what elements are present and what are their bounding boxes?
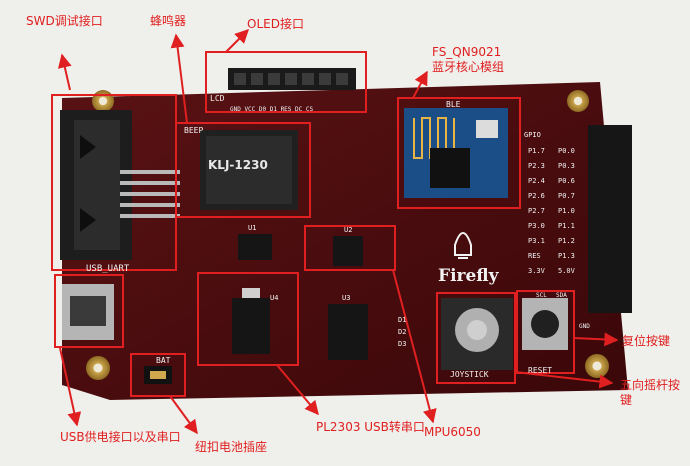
box-u2 <box>304 225 396 271</box>
arrow-joystick <box>514 371 614 389</box>
arrow-oled <box>225 29 249 53</box>
box-u4 <box>197 272 299 366</box>
ble-label: BLE <box>446 100 461 109</box>
gpio-pin-label: P3.1 <box>528 237 545 245</box>
usb-connector <box>62 284 114 340</box>
lcd-label: LCD <box>210 94 225 103</box>
d1-label: D1 <box>398 316 407 324</box>
buzzer <box>200 130 298 210</box>
firefly-logo <box>454 232 472 259</box>
pl2303-annotation: PL2303 USB转串口 <box>316 420 425 434</box>
gpio-pin-label: 3.3V <box>528 267 545 275</box>
swd-annotation: SWD调试接口 <box>26 14 103 28</box>
arrow-battery <box>169 395 198 435</box>
bat-label: BAT <box>156 356 171 365</box>
oled-pins-label: GND VCC D0 D1 RES DC CS <box>230 106 314 113</box>
gpio-pin-label: P2.3 <box>528 162 545 170</box>
buzzer-model-label: KLJ-1230 <box>208 158 268 172</box>
mounting-hole <box>567 90 589 112</box>
arrow-buzzer <box>170 33 188 124</box>
arrow-reset <box>573 332 619 347</box>
chip-u2 <box>333 236 363 266</box>
arrow-ble <box>412 70 428 99</box>
ble-annotation-line1: FS_QN9021 <box>432 45 502 59</box>
reset-label: RESET <box>528 366 553 375</box>
gpio-pin-label: P1.1 <box>558 222 575 230</box>
u1-label: U1 <box>248 224 257 232</box>
gpio-pin-label: P1.3 <box>558 252 575 260</box>
chip-u3 <box>328 304 368 360</box>
gpio-pin-label: 5.0V <box>558 267 575 275</box>
gpio-pin-label: P0.6 <box>558 177 575 185</box>
arrow-mpu <box>392 269 437 424</box>
gpio-pin-label: P1.2 <box>558 237 575 245</box>
mpu-annotation: MPU6050 <box>424 425 481 439</box>
arrow-pl2303 <box>276 364 319 416</box>
d3-label: D3 <box>398 340 407 348</box>
d2-label: D2 <box>398 328 407 336</box>
arrow-swd <box>57 53 72 91</box>
ble-module <box>404 108 508 198</box>
gpio-header <box>588 125 632 313</box>
box-oled <box>205 51 367 113</box>
battery-annotation: 纽扣电池插座 <box>195 440 268 454</box>
buzzer-annotation: 蜂鸣器 <box>150 14 187 28</box>
joystick <box>441 298 513 370</box>
gpio-pin-label: P3.0 <box>528 222 545 230</box>
gpio-label: GPIO <box>524 131 541 139</box>
sda-label: SDA <box>556 292 567 299</box>
box-usb <box>54 274 124 348</box>
oled-header <box>228 68 356 90</box>
usb-uart-label: USB_UART <box>86 264 130 274</box>
joystick-annotation-line2: 键 <box>620 393 633 407</box>
u4-label: U4 <box>270 294 279 302</box>
u2-label: U2 <box>344 226 353 234</box>
mounting-hole <box>585 354 609 378</box>
box-reset <box>516 290 575 374</box>
brand-label: Firefly <box>438 266 499 286</box>
gpio-pin-label: P1.0 <box>558 207 575 215</box>
gpio-pin-label: P1.7 <box>528 147 545 155</box>
swd-connector <box>60 110 180 260</box>
chip-u4 <box>232 288 270 354</box>
gpio-pin-label: P0.7 <box>558 192 575 200</box>
gpio-left-labels: P1.7 P2.3 P2.4 P2.6 P2.7 P3.0 P3.1 RES 3… <box>528 144 558 279</box>
gpio-pin-label: P0.3 <box>558 162 575 170</box>
chip-u1 <box>238 234 272 260</box>
oled-annotation: OLED接口 <box>247 17 304 31</box>
u3-label: U3 <box>342 294 351 302</box>
gpio-pin-label: P2.4 <box>528 177 545 185</box>
mounting-hole <box>86 356 110 380</box>
gpio-pin-label: P2.7 <box>528 207 545 215</box>
box-battery <box>130 353 186 397</box>
gnd-label: GND <box>579 323 590 330</box>
beep-label: BEEP <box>184 126 204 135</box>
battery-socket <box>144 366 172 384</box>
box-buzzer <box>175 122 311 218</box>
box-joystick <box>436 292 516 384</box>
gpio-right-labels: P0.0 P0.3 P0.6 P0.7 P1.0 P1.1 P1.2 P1.3 … <box>558 144 588 279</box>
gpio-pin-label: P0.0 <box>558 147 575 155</box>
ble-annotation-line2: 蓝牙核心模组 <box>432 60 505 74</box>
gpio-pin-label: RES <box>528 252 541 260</box>
arrow-usb <box>59 347 82 427</box>
gpio-pin-label: P2.6 <box>528 192 545 200</box>
joystick-label: JOYSTICK <box>450 370 489 379</box>
reset-key-annotation: 复位按键 <box>622 334 671 348</box>
usb-annotation: USB供电接口以及串口 <box>60 430 181 444</box>
joystick-annotation-line1: 五向摇杆按 <box>620 378 681 392</box>
scl-label: SCL <box>536 292 547 299</box>
mounting-hole <box>92 90 114 112</box>
box-ble <box>397 97 521 209</box>
reset-button <box>522 298 568 350</box>
